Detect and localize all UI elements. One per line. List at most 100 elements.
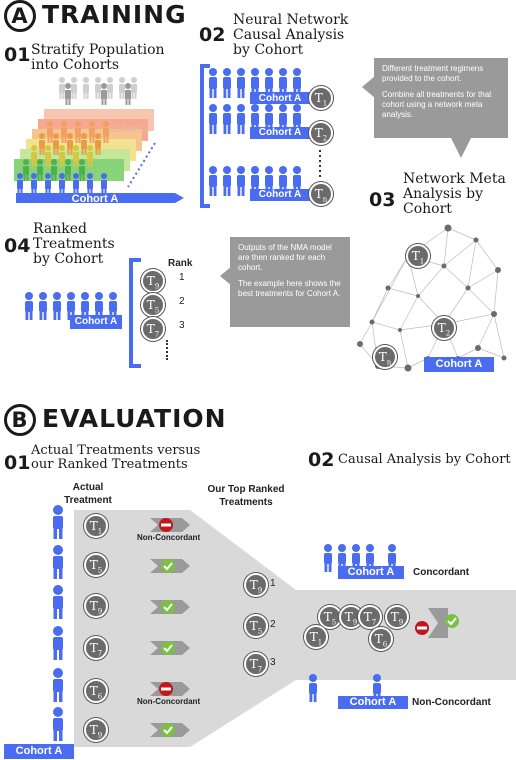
- step-a04-line2: Treatments: [33, 236, 115, 252]
- nn-cohort-label-1: Cohort A: [258, 93, 302, 104]
- ranked-header-line1: Our Top Ranked: [207, 484, 285, 495]
- callout-nn-p1: Different treatment regimens provided to…: [382, 64, 484, 83]
- callout-ranked-p1: Outputs of the NMA model are then ranked…: [238, 243, 332, 272]
- actual-node-2: T5: [84, 553, 108, 577]
- step-b02-number: 02: [308, 449, 335, 471]
- nn-treatment-node-n: Tn: [309, 182, 333, 206]
- rank-continuation-dots: [166, 340, 170, 360]
- step-b01-number: 01: [4, 452, 31, 474]
- top-ranked-node-3: T7: [244, 652, 268, 676]
- callout-nn: Different treatment regimens provided to…: [374, 58, 508, 138]
- check-icon-4: [161, 641, 175, 655]
- nonconcordant-label-1: Non-Concordant: [137, 533, 201, 542]
- step-a03-line3: Cohort: [403, 201, 452, 217]
- rank-number-1: 1: [179, 272, 185, 283]
- nma-cohort-label: Cohort A: [424, 357, 494, 372]
- nma-node-n: Tn: [373, 345, 397, 369]
- section-b-title: EVALUATION: [42, 404, 227, 433]
- no-icon-split: [415, 621, 429, 635]
- ranked-header-line2: Treatments: [219, 497, 273, 508]
- top-ranked-node-2: T5: [244, 614, 268, 638]
- cluster-node-3: T7: [358, 605, 382, 629]
- ranked-node-2: T5: [141, 293, 165, 317]
- cluster-node-1: T5: [318, 605, 342, 629]
- actual-node-1: T1: [84, 514, 108, 538]
- actual-node-4: T7: [84, 636, 108, 660]
- callout-2-arrow: [220, 266, 232, 286]
- step-b01-line2: our Ranked Treatments: [31, 457, 188, 472]
- top-ranked-rank-3: 3: [270, 657, 276, 668]
- top-ranked-rank-1: 1: [270, 578, 276, 589]
- step-a01-number: 01: [4, 44, 31, 66]
- check-icon-3: [161, 600, 175, 614]
- cohort-a-label-step1: Cohort A: [71, 193, 119, 205]
- callout-1-arrow: [362, 76, 471, 158]
- cluster-node-4: T9: [385, 605, 409, 629]
- section-b-letter: B: [4, 404, 36, 436]
- nma-node-2: T2: [432, 316, 456, 340]
- step-a03-number: 03: [369, 189, 396, 211]
- cohort-j-label: Cohort J: [108, 124, 150, 135]
- step-b01-line1: Actual Treatments versus: [31, 443, 201, 458]
- step-a04-line3: by Cohort: [33, 251, 104, 267]
- step-a01-line2: into Cohorts: [31, 57, 120, 73]
- step-a02-title: Neural Network Causal Analysis by Cohort: [233, 13, 348, 58]
- nma-node-1: T1: [406, 244, 430, 268]
- check-icon-2: [161, 559, 175, 573]
- concordant-label: Concordant: [413, 567, 470, 578]
- callout-ranked: Outputs of the NMA model are then ranked…: [230, 237, 350, 327]
- step-a01-title: Stratify Population into Cohorts: [31, 43, 165, 73]
- step-a03-line2: Analysis by: [403, 186, 484, 202]
- section-a-title: TRAINING: [42, 0, 187, 29]
- top-ranked-node-1: T9: [244, 573, 268, 597]
- actual-node-6: T9: [84, 718, 108, 742]
- split-arrow: [415, 608, 459, 638]
- top-ranked-rank-2: 2: [270, 619, 276, 630]
- nn-treatment-node-1: T1: [309, 86, 333, 110]
- no-icon-5: [159, 682, 173, 696]
- stratified-cohorts-illustration: [14, 77, 184, 203]
- step-b02-title: Causal Analysis by Cohort: [338, 452, 511, 467]
- ranked-cohort-label: Cohort A: [70, 315, 122, 329]
- step-a04-number: 04: [4, 235, 31, 257]
- nn-treatment-node-2: T2: [309, 121, 333, 145]
- step-a03-title: Network Meta Analysis by Cohort: [403, 172, 506, 217]
- step-a04-title: Ranked Treatments by Cohort: [33, 222, 115, 267]
- rank-number-2: 2: [179, 296, 185, 307]
- cluster-node-5: T1: [304, 625, 328, 649]
- step-a02-line3: by Cohort: [233, 42, 304, 58]
- step-b01-title: Actual Treatments versus our Ranked Trea…: [31, 444, 200, 472]
- nonconcordant-label-5: Non-Concordant: [137, 697, 201, 706]
- step-a03-line1: Network Meta: [403, 171, 506, 187]
- rank-bracket: [129, 258, 141, 368]
- actual-node-3: T9: [84, 594, 108, 618]
- top-ranked-header: Our Top Ranked Treatments: [196, 483, 296, 509]
- check-icon-6: [161, 723, 175, 737]
- actual-node-5: T6: [84, 679, 108, 703]
- nonconcordant-cohort-label: Cohort A: [338, 696, 408, 709]
- ranked-node-3: T7: [141, 317, 165, 341]
- actual-patients-column: [53, 505, 63, 741]
- cluster-node-6: T6: [369, 627, 393, 651]
- rank-number-3: 3: [179, 320, 185, 331]
- step-a04-line1: Ranked: [33, 221, 87, 237]
- check-icon-split: [445, 614, 459, 628]
- nn-cohort-label-2: Cohort A: [258, 127, 302, 138]
- callout-nn-p2: Combine all treatments for that cohort u…: [382, 90, 492, 119]
- section-a-letter: A: [4, 0, 36, 32]
- step-a02-line2: Causal Analysis: [233, 27, 345, 43]
- ranked-node-1: T9: [141, 269, 165, 293]
- step-a02-number: 02: [199, 24, 226, 46]
- no-icon-1: [159, 518, 173, 532]
- actual-treatment-header: Actual Treatment: [58, 481, 118, 507]
- nn-cohort-label-3: Cohort A: [258, 189, 302, 200]
- actual-header-line1: Actual: [72, 482, 104, 493]
- eval-cohort-label: Cohort A: [4, 744, 74, 759]
- nonconcordant-label: Non-Concordant: [412, 697, 491, 708]
- callout-ranked-p2: The example here shows the best treatmen…: [238, 279, 341, 298]
- actual-header-line2: Treatment: [64, 495, 112, 506]
- concordant-cohort-label: Cohort A: [338, 566, 404, 579]
- step-a01-line1: Stratify Population: [31, 42, 165, 58]
